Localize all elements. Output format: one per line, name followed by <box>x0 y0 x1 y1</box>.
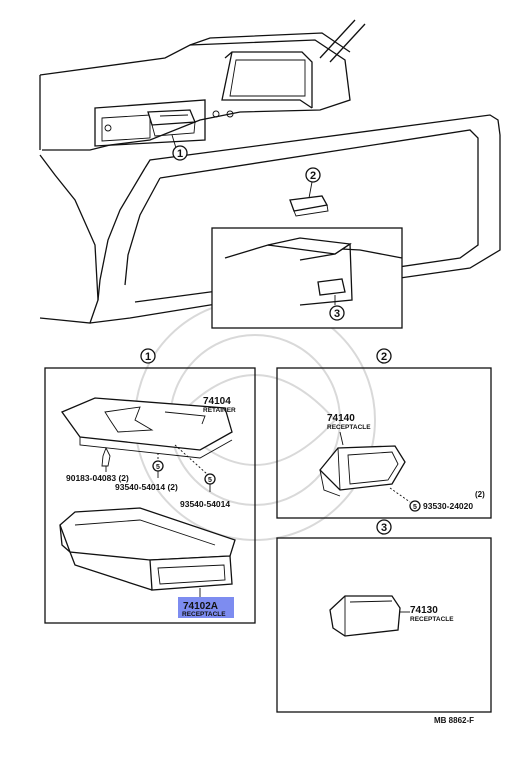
screw-2-part-number: 93530-24020 <box>423 501 473 511</box>
svg-text:5: 5 <box>208 477 212 484</box>
panel-3: 3 <box>276 519 492 713</box>
svg-text:1: 1 <box>145 351 151 363</box>
receptacle-2-part-name: RECEPTACLE <box>327 424 371 431</box>
screw-2-quantity: (2) <box>475 490 485 499</box>
svg-text:2: 2 <box>310 170 316 182</box>
svg-text:2: 2 <box>381 351 387 363</box>
screw-a-part-number: 93540-54014 (2) <box>115 482 178 492</box>
callout-2: 2 <box>305 167 321 183</box>
retainer-part-number: 74104 <box>203 396 231 407</box>
receptacle-3-part-number: 74130 <box>410 605 438 616</box>
receptacle-part-number[interactable]: 74102A <box>183 601 218 612</box>
panel-1: 1 5 5 <box>44 348 256 624</box>
svg-text:3: 3 <box>381 522 387 534</box>
svg-text:3: 3 <box>334 308 340 320</box>
inset-detail-box: 3 <box>211 227 403 329</box>
receptacle-3-part-name: RECEPTACLE <box>410 616 454 623</box>
receptacle-part-name: RECEPTACLE <box>182 611 226 618</box>
panel-2: 2 5 <box>276 348 492 519</box>
svg-text:1: 1 <box>177 148 183 160</box>
retainer-part-name: RETAINER <box>203 407 236 414</box>
svg-text:5: 5 <box>413 504 417 511</box>
receptacle-2-part-number: 74140 <box>327 413 355 424</box>
clip-part-number: 90183-04083 (2) <box>66 473 129 483</box>
receptacle-highlight <box>178 597 234 618</box>
svg-text:5: 5 <box>156 464 160 471</box>
diagram-reference-code: MB 8862-F <box>434 716 474 725</box>
screw-b-part-number: 93540-54014 <box>180 499 230 509</box>
callout-1: 1 <box>172 145 188 161</box>
